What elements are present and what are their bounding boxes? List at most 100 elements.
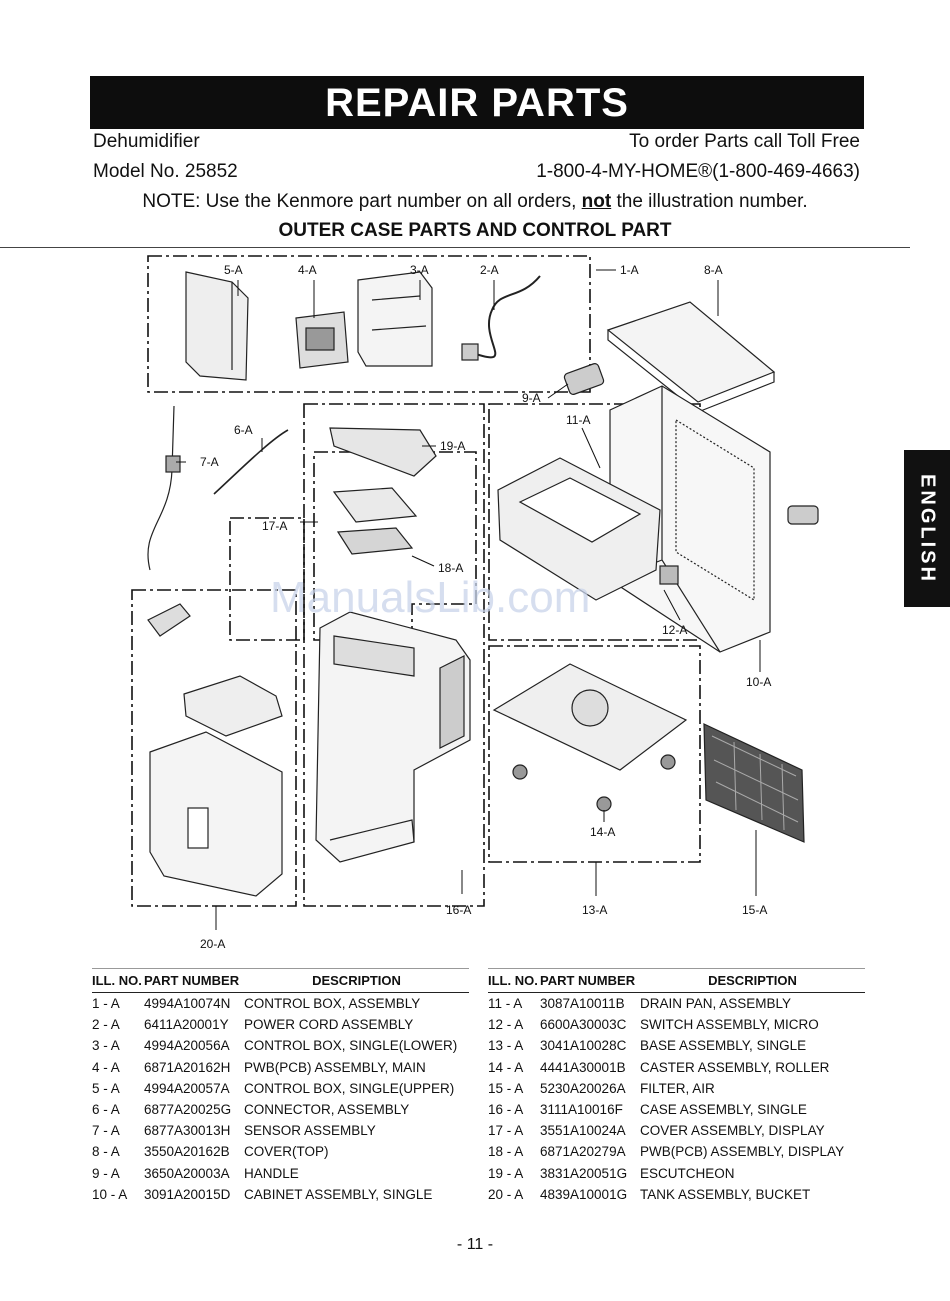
table-row: 12 - A 6600A30003C SWITCH ASSEMBLY, MICRO [488, 1014, 865, 1035]
ill-no: 11 - A [488, 996, 523, 1012]
part-number: 4839A10001G [540, 1186, 628, 1202]
callout-8a: 8-A [704, 263, 723, 277]
col-ill-no: ILL. NO. [92, 968, 144, 993]
description: DRAIN PAN, ASSEMBLY [640, 996, 792, 1012]
ill-no: 19 - A [488, 1165, 524, 1181]
ill-no: 17 - A [488, 1123, 524, 1139]
description: CASE ASSEMBLY, SINGLE [640, 1102, 807, 1118]
callout-20a: 20-A [200, 937, 225, 951]
description: TANK ASSEMBLY, BUCKET [640, 1186, 811, 1202]
col-ill-no: ILL. NO. [488, 968, 540, 993]
note-suffix: the illustration number. [616, 191, 808, 212]
part-number: 6871A20279A [540, 1144, 626, 1160]
table-row: 5 - A 4994A20057A CONTROL BOX, SINGLE(UPPE… [92, 1078, 469, 1099]
table-row: 10 - A 3091A20015D CABINET ASSEMBLY, SINGL… [92, 1184, 469, 1205]
phone-number: 1-800-4-MY-HOME®(1-800-469-4663) [536, 161, 860, 182]
description: CONTROL BOX, SINGLE(UPPER) [244, 1080, 455, 1096]
callout-12a: 12-A [662, 623, 687, 637]
description: PWB(PCB) ASSEMBLY, MAIN [244, 1059, 426, 1075]
parts-table-right: ILL. NO. PART NUMBER DESCRIPTION 11 - A 3… [488, 968, 865, 1205]
description: COVER(TOP) [244, 1144, 329, 1160]
description: SWITCH ASSEMBLY, MICRO [640, 1017, 819, 1033]
product-name: Dehumidifier [93, 131, 200, 152]
table-row: 7 - A 6877A30013H SENSOR ASSEMBLY [92, 1120, 469, 1141]
col-part-number: PART NUMBER [144, 968, 244, 993]
part-number: 5230A20026A [540, 1080, 626, 1096]
description: CABINET ASSEMBLY, SINGLE [244, 1186, 433, 1202]
callout-2a: 2-A [480, 263, 499, 277]
part-number: 6877A30013H [144, 1123, 231, 1139]
part-number: 3551A10024A [540, 1123, 626, 1139]
callout-18a: 18-A [438, 561, 463, 575]
part-number: 3111A10016F [540, 1102, 623, 1118]
callout-11a: 11-A [566, 413, 590, 427]
ill-no: 14 - A [488, 1059, 524, 1075]
table-row: 11 - A 3087A10011B DRAIN PAN, ASSEMBLY [488, 993, 865, 1015]
ill-no: 13 - A [488, 1038, 524, 1054]
description: SENSOR ASSEMBLY [244, 1123, 376, 1139]
ill-no: 1 - A [92, 996, 120, 1012]
part-number: 6877A20025G [144, 1102, 232, 1118]
table-row: 6 - A 6877A20025G CONNECTOR, ASSEMBLY [92, 1099, 469, 1120]
part-number: 6411A20001Y [144, 1017, 229, 1033]
note-prefix: NOTE: Use the Kenmore part number on all… [142, 191, 577, 212]
callout-4a: 4-A [298, 263, 317, 277]
col-description: DESCRIPTION [640, 968, 865, 993]
language-tab: ENGLISH [904, 450, 950, 607]
callout-5a: 5-A [224, 263, 243, 277]
section-title: OUTER CASE PARTS AND CONTROL PART [278, 220, 672, 241]
part-number: 3087A10011B [540, 996, 625, 1012]
table-row: 1 - A 4994A10074N CONTROL BOX, ASSEMBLY [92, 993, 469, 1015]
table-row: 19 - A 3831A20051G ESCUTCHEON [488, 1163, 865, 1184]
order-note: NOTE: Use the Kenmore part number on all… [0, 191, 950, 213]
ill-no: 5 - A [92, 1080, 120, 1096]
part-number: 4994A20056A [144, 1038, 230, 1054]
ill-no: 10 - A [92, 1186, 128, 1202]
table-row: 20 - A 4839A10001G TANK ASSEMBLY, BUCKET [488, 1184, 865, 1205]
part-number: 4994A20057A [144, 1080, 230, 1096]
part-number: 3091A20015D [144, 1186, 231, 1202]
description: CASTER ASSEMBLY, ROLLER [640, 1059, 830, 1075]
part-number: 4994A10074N [144, 996, 231, 1012]
ill-no: 7 - A [92, 1123, 120, 1139]
callout-6a: 6-A [234, 423, 253, 437]
description: HANDLE [244, 1165, 299, 1181]
callout-7a: 7-A [200, 455, 219, 469]
ill-no: 9 - A [92, 1165, 120, 1181]
ill-no: 8 - A [92, 1144, 120, 1160]
table-row: 18 - A 6871A20279A PWB(PCB) ASSEMBLY, DISP… [488, 1141, 865, 1162]
part-number: 3831A20051G [540, 1165, 628, 1181]
ill-no: 18 - A [488, 1144, 524, 1160]
ill-no: 20 - A [488, 1186, 524, 1202]
description: FILTER, AIR [640, 1080, 715, 1096]
page-number: - 11 - [456, 1236, 494, 1253]
part-number: 6600A30003C [540, 1017, 627, 1033]
callout-17a: 17-A [262, 519, 287, 533]
col-part-number: PART NUMBER [540, 968, 640, 993]
ill-no: 6 - A [92, 1102, 120, 1118]
callout-16a: 16-A [446, 903, 471, 917]
page-title: REPAIR PARTS [90, 76, 864, 129]
ill-no: 3 - A [92, 1038, 120, 1054]
description: CONNECTOR, ASSEMBLY [244, 1102, 410, 1118]
callout-10a: 10-A [746, 675, 771, 689]
description: PWB(PCB) ASSEMBLY, DISPLAY [640, 1144, 845, 1160]
order-label: To order Parts call Toll Free [629, 131, 860, 152]
callout-9a: 9-A [522, 391, 541, 405]
part-number: 4441A30001B [540, 1059, 626, 1075]
callout-15a: 15-A [742, 903, 767, 917]
description: CONTROL BOX, ASSEMBLY [244, 996, 421, 1012]
description: COVER ASSEMBLY, DISPLAY [640, 1123, 825, 1139]
description: ESCUTCHEON [640, 1165, 735, 1181]
model-number: Model No. 25852 [93, 161, 238, 182]
exploded-parts-diagram: 5-A 4-A 3-A 2-A 1-A 8-A 9-A 11-A 6-A 7-A… [131, 255, 819, 951]
ill-no: 12 - A [488, 1017, 524, 1033]
